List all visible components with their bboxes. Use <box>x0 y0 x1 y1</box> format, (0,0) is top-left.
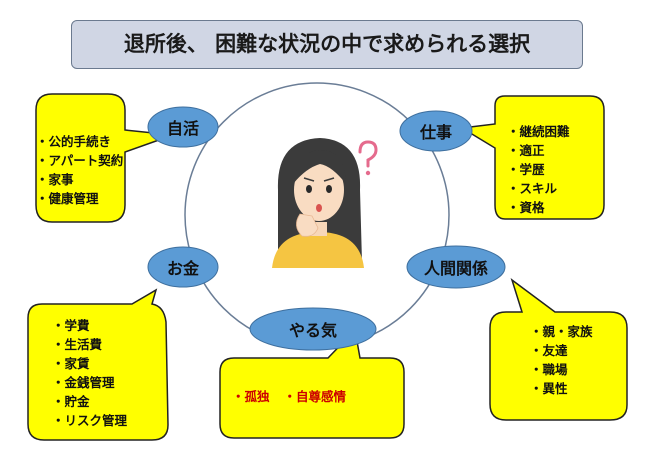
list-item: 親・家族 <box>530 322 593 341</box>
page-title: 退所後、 困難な状況の中で求められる選択 <box>71 20 583 69</box>
list-item: 自尊感情 <box>284 389 347 404</box>
list-item: リスク管理 <box>52 411 128 430</box>
list-shigoto: 継続困難 適正 学歴 スキル 資格 <box>507 122 570 217</box>
list-item: 家事 <box>36 170 123 189</box>
list-item: 職場 <box>530 360 593 379</box>
list-item: 孤独 <box>232 389 270 404</box>
list-item: 生活費 <box>52 335 127 354</box>
list-item: 異性 <box>530 379 593 398</box>
list-item: 資格 <box>507 198 570 217</box>
list-jikatsu: 公的手続き アパート契約 家事 健康管理 <box>36 132 124 208</box>
node-label-ningen: 人間関係 <box>423 259 488 278</box>
list-item: 友達 <box>530 341 593 360</box>
node-label-okane: お金 <box>166 259 199 278</box>
node-ellipse-ningen <box>406 245 506 289</box>
list-item: 公的手続き <box>36 132 123 151</box>
worried-woman-icon <box>272 138 378 268</box>
node-label-yaruki: やる気 <box>288 321 337 340</box>
list-item: アパート契約 <box>36 151 124 170</box>
list-item: 貯金 <box>52 392 127 411</box>
list-item: 学歴 <box>507 160 570 179</box>
node-label-jikatsu: 自活 <box>166 119 199 138</box>
node-ellipse-jikatsu <box>147 106 219 148</box>
list-item: スキル <box>507 179 570 198</box>
list-item: 継続困難 <box>507 122 570 141</box>
list-ningen: 親・家族 友達 職場 異性 <box>530 322 593 398</box>
node-label-shigoto: 仕事 <box>419 123 452 142</box>
list-okane: 学費 生活費 家賃 金銭管理 貯金 リスク管理 <box>52 316 128 430</box>
list-item: 家賃 <box>52 354 127 373</box>
list-item: 健康管理 <box>36 189 123 208</box>
callout-yaruki <box>219 328 405 439</box>
list-item: 適正 <box>507 141 570 160</box>
node-ellipse-okane <box>147 246 219 288</box>
list-item: 学費 <box>52 316 127 335</box>
node-ellipse-shigoto <box>399 110 473 152</box>
list-yaruki: 孤独自尊感情 <box>232 386 382 405</box>
list-item: 金銭管理 <box>52 373 127 392</box>
node-ellipse-yaruki <box>249 307 377 351</box>
